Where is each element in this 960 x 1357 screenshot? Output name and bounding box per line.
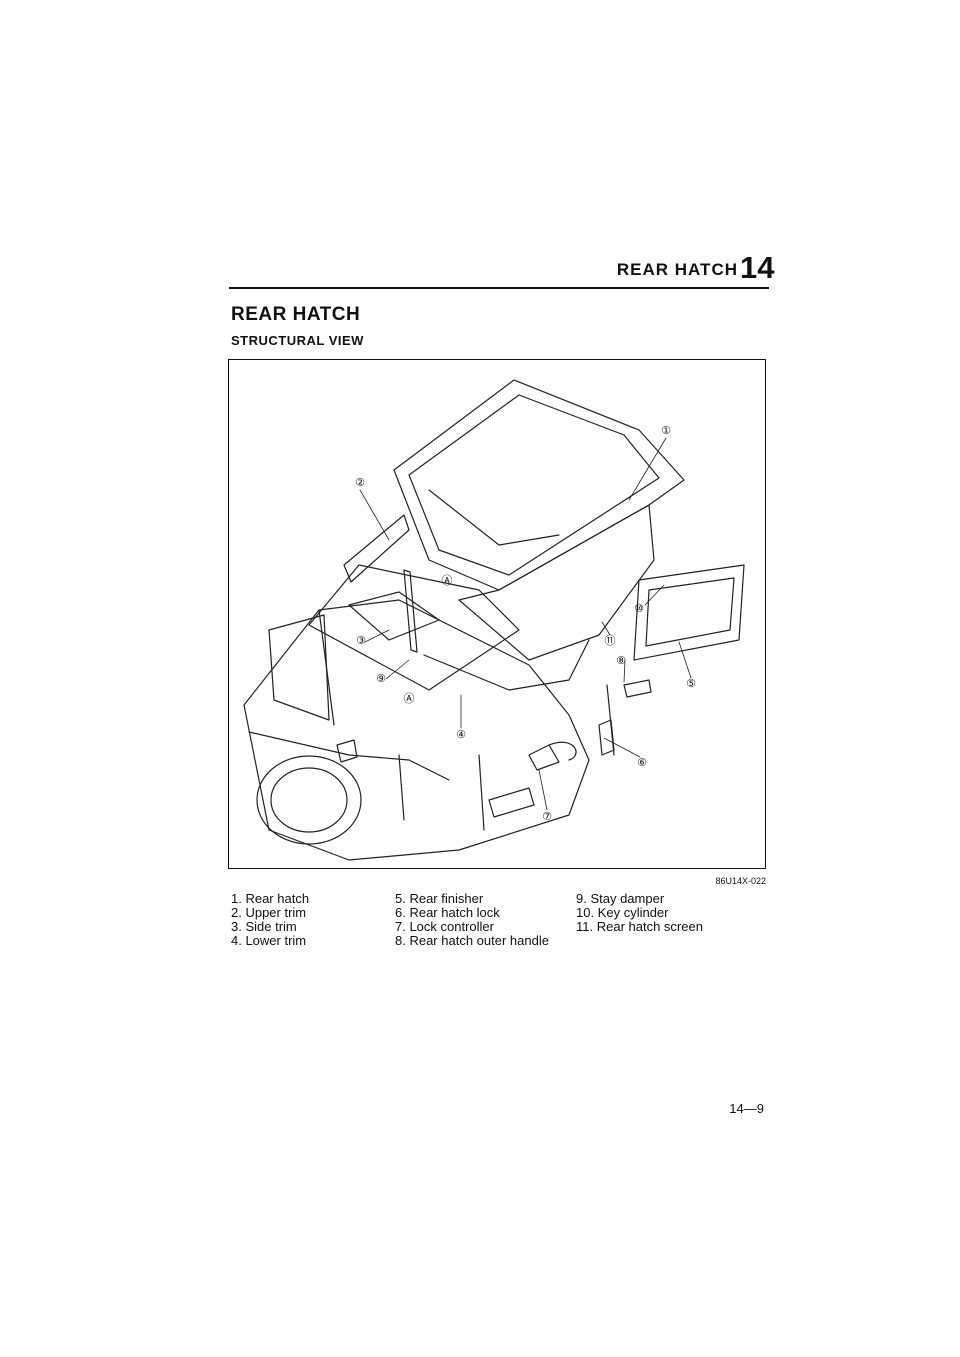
- legend-item: 7. Lock controller: [395, 919, 494, 934]
- legend-item: 2. Upper trim: [231, 905, 307, 920]
- rear-finisher-part: [633, 564, 745, 661]
- structural-view-figure: ① ② ③ ④ ⑤ ⑥ ⑦ ⑧ ⑨ ⑩ ⑪ Ⓐ Ⓐ: [228, 359, 766, 869]
- luggage-compartment: [308, 564, 520, 691]
- legend-item: 4. Lower trim: [231, 933, 307, 948]
- header-rule: [229, 287, 769, 289]
- callout-1: ①: [661, 424, 671, 437]
- quarter-window: [268, 614, 330, 721]
- page-number: 14—9: [729, 1101, 764, 1116]
- rear-finisher-inner: [645, 577, 735, 647]
- legend-column-1: 1. Rear hatch 2. Upper trim 3. Side trim…: [231, 892, 309, 948]
- callout-7: ⑦: [542, 810, 552, 823]
- callout-9: ⑨: [376, 672, 386, 685]
- callout-2: ②: [355, 476, 365, 489]
- callout-6: ⑥: [637, 756, 647, 769]
- hatch-inner-panel: [458, 504, 655, 661]
- car-body-outline: [243, 599, 590, 861]
- callout-4: ④: [456, 728, 466, 741]
- subsection-title: STRUCTURAL VIEW: [231, 333, 364, 348]
- legend-item: 5. Rear finisher: [395, 891, 484, 906]
- legend-item: 8. Rear hatch outer handle: [395, 933, 549, 948]
- rear-wheel: [256, 755, 362, 845]
- license-recess: [488, 787, 535, 818]
- callout-5: ⑤: [686, 677, 696, 690]
- callout-8: ⑧: [616, 654, 626, 667]
- rear-hatch-illustration: ① ② ③ ④ ⑤ ⑥ ⑦ ⑧ ⑨ ⑩ ⑪ Ⓐ Ⓐ: [243, 379, 745, 861]
- wiper-arm: [428, 489, 560, 546]
- callout-a-lower: Ⓐ: [404, 692, 415, 705]
- legend-item: 9. Stay damper: [576, 891, 665, 906]
- legend-column-2: 5. Rear finisher 6. Rear hatch lock 7. L…: [395, 892, 549, 948]
- legend-item: 1. Rear hatch: [231, 891, 310, 906]
- legend-item: 6. Rear hatch lock: [395, 905, 500, 920]
- luggage-floor: [348, 591, 440, 641]
- lock-rod: [606, 684, 615, 756]
- callout-a-upper: Ⓐ: [442, 574, 453, 587]
- callout-11: ⑪: [605, 634, 616, 647]
- hatch-glass: [393, 379, 685, 591]
- lock-controller-wire: [548, 741, 577, 761]
- legend-item: 11. Rear hatch screen: [576, 919, 703, 934]
- leader-lines: [359, 437, 692, 811]
- callout-3: ③: [356, 634, 366, 647]
- section-title: REAR HATCH: [231, 304, 361, 325]
- lock-controller-part: [528, 744, 560, 771]
- body-panel-lines: [398, 754, 485, 831]
- legend-item: 10. Key cylinder: [576, 905, 669, 920]
- side-marker: [336, 739, 358, 763]
- rear-wheel-rim: [270, 767, 348, 833]
- legend-item: 3. Side trim: [231, 919, 297, 934]
- outer-handle-part: [623, 679, 652, 698]
- figure-code: 86U14X-022: [715, 876, 766, 886]
- callout-10: ⑩: [634, 602, 644, 615]
- body-crease-line: [248, 731, 450, 781]
- stay-damper-part: [403, 569, 418, 653]
- lower-trim: [423, 639, 590, 691]
- c-pillar-line: [318, 609, 335, 726]
- running-header-title: REAR HATCH: [616, 260, 738, 279]
- legend-column-3: 9. Stay damper 10. Key cylinder 11. Rear…: [576, 892, 703, 934]
- chapter-number: 14: [740, 250, 775, 285]
- hatch-glass-inner: [408, 394, 660, 576]
